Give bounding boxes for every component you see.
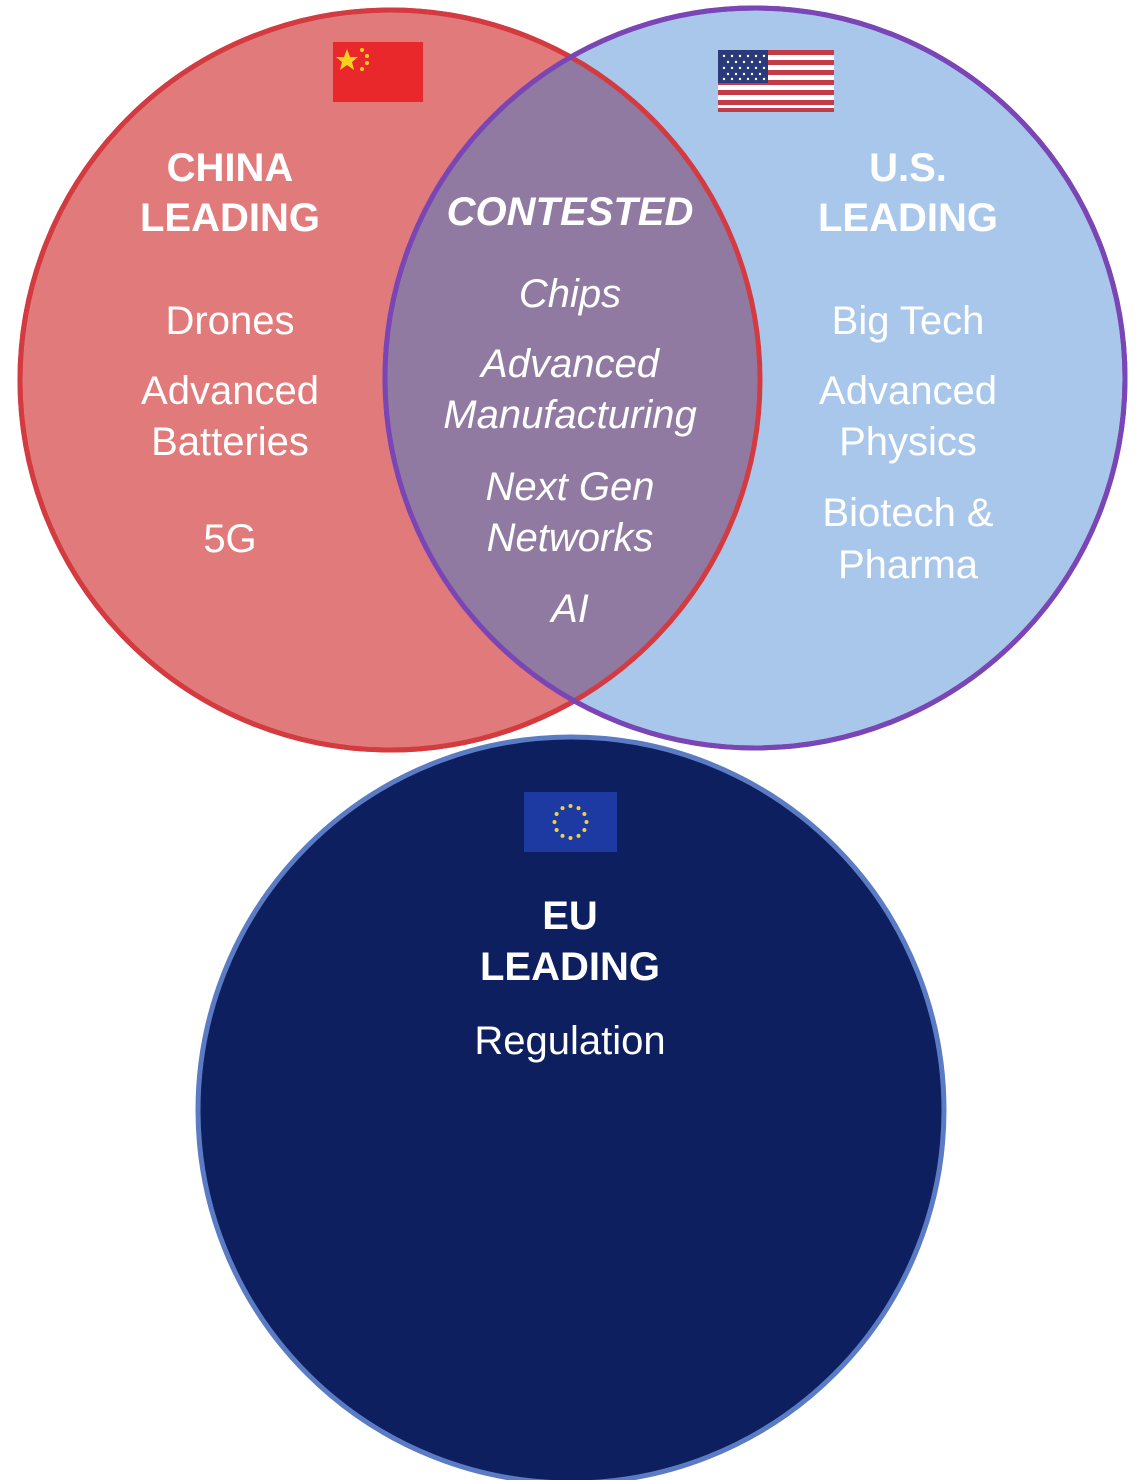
us-heading-line1: U.S. [869,146,947,190]
us-heading-line2: LEADING [818,196,998,240]
china-item-batteries-line1: Advanced [141,369,319,413]
contested-item-chips: Chips [519,272,621,316]
us-item-bigtech: Big Tech [832,299,985,343]
eu-heading-line2: LEADING [480,945,660,989]
contested-item-manufacturing-line1: Advanced [479,342,661,386]
us-item-biotech-line1: Biotech & [822,491,994,535]
china-item-5g: 5G [203,517,256,561]
china-heading-line1: CHINA [167,146,294,190]
contested-item-networks-line1: Next Gen [486,465,655,509]
contested-overlap [385,10,760,748]
eu-circle [195,734,947,1480]
contested-heading: CONTESTED [447,190,694,234]
china-heading-line2: LEADING [140,196,320,240]
contested-item-networks-line2: Networks [487,516,654,560]
us-flag-icon [718,50,834,112]
china-flag-icon [333,42,423,102]
us-circle-outline [382,5,1128,751]
china-circle-outline [17,7,763,753]
contested-item-manufacturing-line2: Manufacturing [443,393,696,437]
china-item-drones: Drones [166,299,295,343]
us-item-physics-line2: Physics [839,420,977,464]
eu-flag-icon [524,792,617,852]
us-item-biotech-line2: Pharma [838,543,979,587]
eu-item-regulation: Regulation [474,1019,665,1063]
china-item-batteries-line2: Batteries [151,420,309,464]
contested-item-ai: AI [549,587,589,631]
eu-heading-line1: EU [542,894,598,938]
us-item-physics-line1: Advanced [819,369,997,413]
